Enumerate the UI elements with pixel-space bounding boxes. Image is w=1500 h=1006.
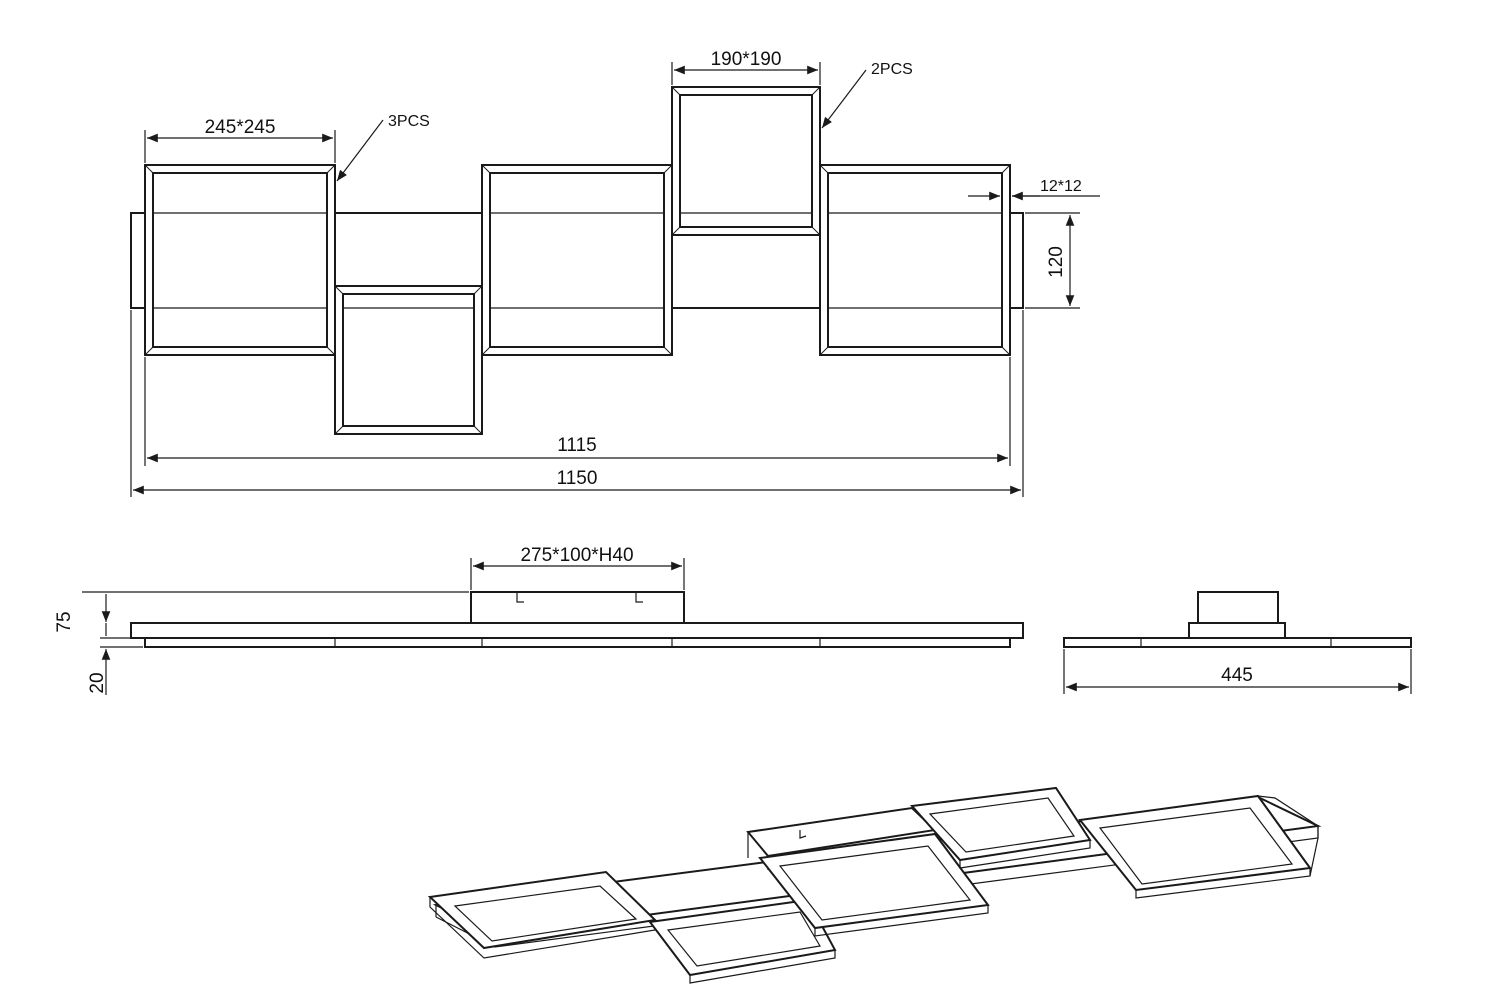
large-frame-3 (819, 164, 1011, 356)
large-frame-qty-label: 3PCS (388, 113, 430, 130)
dimension-inner-length: 1115 (144, 357, 1011, 466)
profile-size-label: 12*12 (1040, 178, 1082, 195)
small-frame-1 (334, 285, 483, 435)
large-frame-1 (144, 164, 336, 356)
front-view: 275*100*H40 75 20 (54, 545, 1024, 695)
leader-small-qty: 2PCS (821, 61, 913, 129)
canopy-size-label: 275*100*H40 (520, 545, 633, 566)
small-frame-2 (671, 86, 821, 236)
side-view: 445 (1063, 591, 1412, 694)
overall-length-label: 1150 (557, 468, 598, 489)
large-frame-2 (481, 164, 673, 356)
depth-label: 445 (1221, 665, 1253, 686)
dimension-small-frame: 190*190 (671, 49, 821, 85)
bar-width-label: 120 (1046, 246, 1067, 278)
isometric-view (427, 786, 1322, 984)
top-view: 245*245 3PCS 190*190 2PCS 12*12 (130, 49, 1100, 497)
inner-length-label: 1115 (557, 435, 596, 456)
dimension-height: 75 20 (54, 591, 469, 695)
iso-frame-2 (648, 898, 837, 984)
iso-frame-4 (909, 786, 1092, 869)
overall-height-label: 75 (54, 611, 75, 632)
small-frame-qty-label: 2PCS (871, 61, 913, 78)
dimension-canopy: 275*100*H40 (470, 545, 685, 590)
dimension-depth: 445 (1063, 649, 1412, 694)
leader-large-qty: 3PCS (336, 113, 430, 182)
dimension-profile: 12*12 (968, 178, 1100, 201)
dimension-bar-width: 120 (1025, 212, 1080, 309)
iso-frame-3 (758, 832, 990, 937)
dimension-overall-length: 1150 (130, 310, 1024, 497)
frame-height-label: 20 (87, 672, 108, 693)
large-frame-size-label: 245*245 (205, 117, 276, 138)
iso-frame-1 (427, 870, 658, 959)
dimension-large-frame: 245*245 (144, 117, 336, 163)
small-frame-size-label: 190*190 (711, 49, 782, 70)
iso-frame-5 (1078, 794, 1319, 899)
